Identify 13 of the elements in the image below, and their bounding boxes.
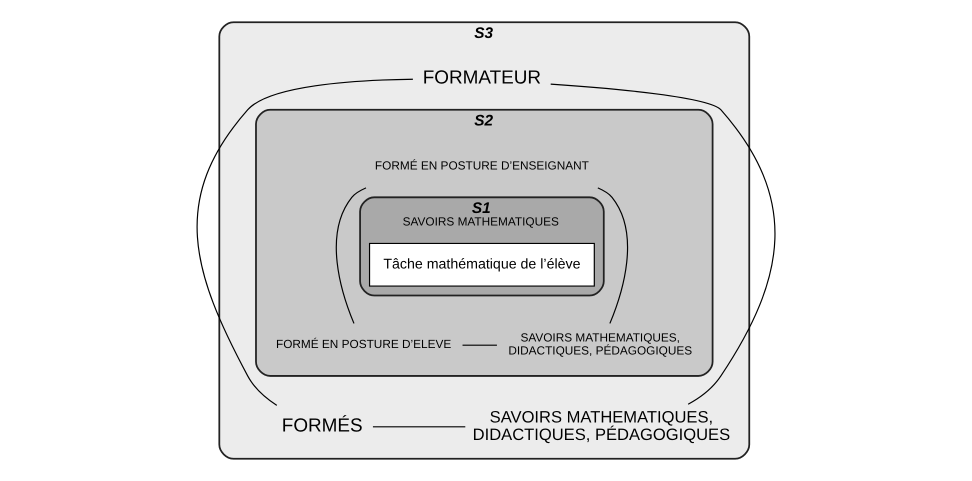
connector [462, 344, 497, 346]
node-box: Tâche mathématique de l’élève [368, 242, 595, 287]
connector [196, 78, 413, 406]
connector [550, 84, 776, 405]
connector [336, 187, 366, 324]
node-text: FORMÉ EN POSTURE D’ELEVE [276, 337, 452, 352]
node-text: FORMATEUR [422, 68, 542, 89]
node-text: FORMÉ EN POSTURE D’ENSEIGNANT [374, 158, 589, 173]
node-text: FORMÉS [282, 415, 363, 436]
connector [598, 187, 628, 324]
node-text: SAVOIRS MATHEMATIQUES, DIDACTIQUES, PÉDAGOGIQUES [508, 330, 692, 358]
connector [372, 426, 466, 428]
node-text: SAVOIRS MATHEMATIQUES, DIDACTIQUES, PÉDAGOGIQUES [472, 407, 730, 444]
